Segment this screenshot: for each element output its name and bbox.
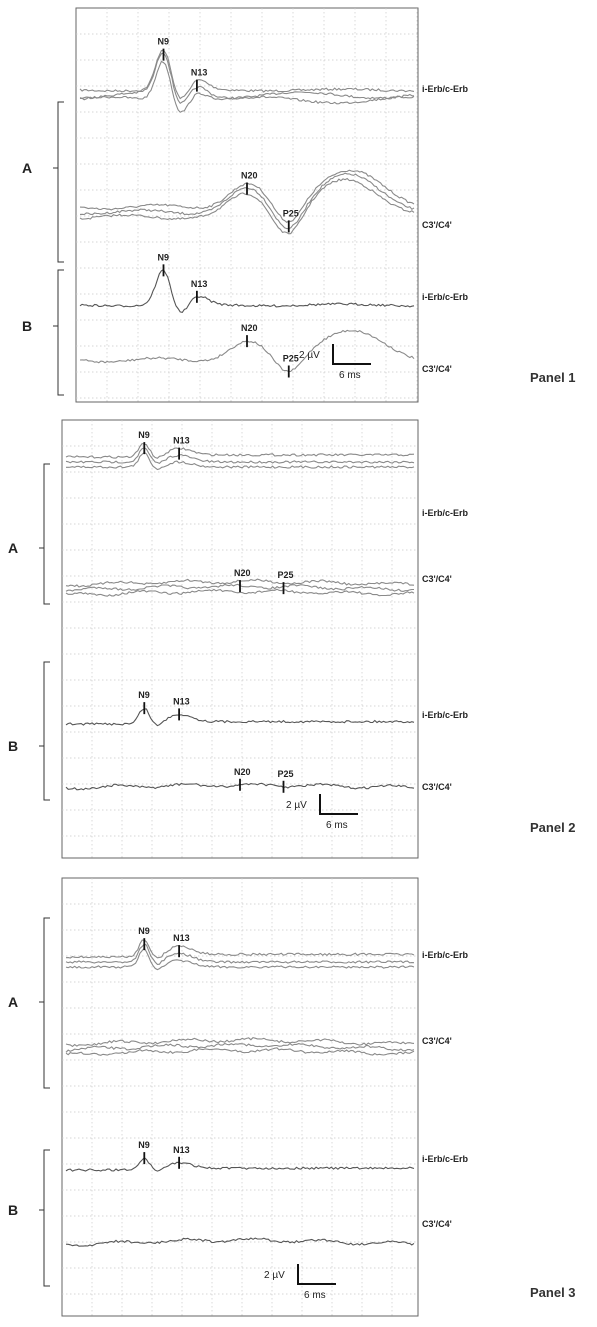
scale-time-label: 6 ms	[304, 1290, 326, 1301]
scale-time-label: 6 ms	[339, 370, 361, 381]
peak-label: P25	[283, 208, 299, 218]
group-label: B	[22, 318, 32, 334]
peak-label: N13	[173, 933, 190, 943]
trace-A-1-trial-1	[79, 49, 415, 100]
peak-label: N9	[158, 37, 170, 47]
channel-label: i-Erb/c-Erb	[422, 950, 469, 960]
grid	[62, 878, 418, 1316]
scale-voltage-label: 2 µV	[286, 800, 307, 811]
channel-label: i-Erb/c-Erb	[422, 84, 469, 94]
trace-A-1-trial-3	[66, 451, 415, 471]
peak-label: N13	[173, 1145, 190, 1155]
group-bracket	[39, 1149, 50, 1287]
group-label: B	[8, 738, 18, 754]
channel-label: i-Erb/c-Erb	[422, 1154, 469, 1164]
scale-bar-lines	[297, 1264, 336, 1285]
panel-frame	[61, 877, 419, 1317]
trace-B-1-trial-1	[79, 268, 415, 314]
channel-label: i-Erb/c-Erb	[422, 292, 469, 302]
panel-frame	[61, 419, 419, 859]
scale-bar: 2 µV 6 ms	[299, 344, 371, 381]
trace-A-2-trial-1	[65, 1036, 415, 1048]
channel-label: C3'/C4'	[422, 1219, 452, 1229]
peak-label: N13	[173, 696, 190, 706]
peak-label: N9	[138, 690, 150, 700]
scale-bar: 2 µV 6 ms	[286, 794, 358, 831]
peak-label: N20	[234, 767, 251, 777]
trace-A-1-trial-2	[65, 447, 415, 465]
channel-label: i-Erb/c-Erb	[422, 710, 469, 720]
peak-label: N20	[234, 568, 251, 578]
peak-label: P25	[283, 354, 299, 364]
peak-label: N13	[191, 68, 208, 78]
trace-B-1-trial-1	[65, 708, 415, 727]
peak-label: N9	[138, 430, 150, 440]
trace-A-1-trial-2	[65, 943, 415, 965]
channel-label: C3'/C4'	[422, 1036, 452, 1046]
scale-voltage-label: 2 µV	[299, 350, 320, 361]
trace-A-1-trial-2	[79, 52, 415, 105]
trace-B-2-trial-1	[65, 1237, 415, 1247]
trace-A-1-trial-1	[65, 939, 415, 959]
peak-label: P25	[278, 570, 294, 580]
scale-time-label: 6 ms	[326, 820, 348, 831]
peak-label: N20	[241, 171, 258, 181]
group-bracket	[39, 917, 50, 1089]
channel-label: C3'/C4'	[422, 364, 452, 374]
group-label: A	[8, 994, 18, 1010]
scale-voltage-label: 2 µV	[264, 1270, 285, 1281]
scale-bar: 2 µV 6 ms	[264, 1264, 336, 1301]
peak-label: N9	[138, 926, 150, 936]
peak-label: N13	[191, 279, 208, 289]
peak-label: N9	[158, 252, 170, 262]
channel-label: C3'/C4'	[422, 782, 452, 792]
peak-label: N13	[173, 436, 190, 446]
peak-label: P25	[278, 769, 294, 779]
trace-A-2-trial-3	[65, 588, 415, 597]
channel-label: C3'/C4'	[422, 220, 452, 230]
trace-A-1-trial-3	[79, 60, 415, 113]
trace-A-2-trial-3	[65, 1047, 415, 1056]
scale-bar-lines	[332, 344, 371, 365]
panel-title: Panel 3	[530, 1285, 576, 1300]
group-bracket	[53, 101, 64, 263]
trace-B-1-trial-1	[65, 1156, 415, 1172]
group-bracket	[39, 463, 50, 605]
group-bracket	[53, 269, 64, 396]
peak-label: N20	[241, 323, 258, 333]
panel-1: ABi-Erb/c-ErbN9N13C3'/C4'N20P25i-Erb/c-E…	[22, 7, 469, 403]
peak-label: N9	[138, 1140, 150, 1150]
group-bracket	[39, 661, 50, 801]
grid	[76, 8, 418, 402]
group-label: A	[22, 160, 32, 176]
panel-title: Panel 2	[530, 820, 576, 835]
panel-title: Panel 1	[530, 370, 576, 385]
trace-A-1-trial-1	[65, 442, 415, 459]
channel-label: i-Erb/c-Erb	[422, 508, 469, 518]
scale-bar-lines	[319, 794, 358, 815]
channel-label: C3'/C4'	[422, 574, 452, 584]
group-label: A	[8, 540, 18, 556]
trace-A-2-trial-3	[79, 177, 415, 235]
group-label: B	[8, 1202, 18, 1218]
trace-A-2-trial-2	[65, 1042, 415, 1053]
trace-A-1-trial-3	[65, 947, 415, 971]
